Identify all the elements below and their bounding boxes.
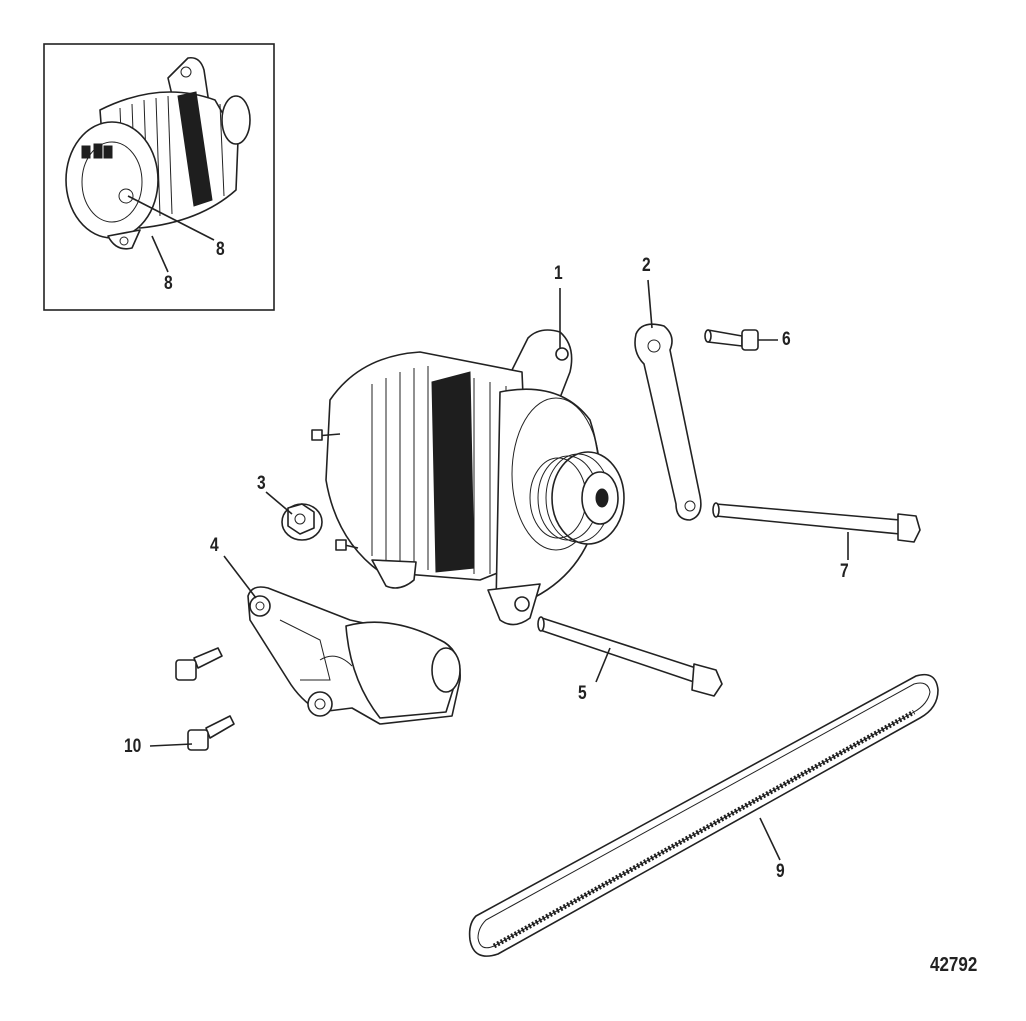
leader-3 xyxy=(265,491,293,515)
callout-10: 10 xyxy=(124,736,142,757)
bolt-7 xyxy=(712,502,921,543)
callout-4: 4 xyxy=(210,535,219,556)
leader-9 xyxy=(759,817,781,861)
inset-leader-8b xyxy=(151,235,169,273)
leader-lines xyxy=(149,279,849,861)
inset-rear-view xyxy=(43,43,275,311)
callout-7: 7 xyxy=(840,561,849,582)
figure-number: 42792 xyxy=(930,954,978,976)
alternator-pulley xyxy=(529,451,625,545)
inset-callout-8a: 8 xyxy=(216,239,225,260)
bolt-6 xyxy=(704,329,759,351)
bolt-5 xyxy=(537,616,723,697)
leader-10 xyxy=(149,743,193,747)
leader-4 xyxy=(223,555,257,599)
leader-5 xyxy=(595,647,611,683)
nut-3 xyxy=(281,503,323,541)
callout-3: 3 xyxy=(257,473,266,494)
alternator xyxy=(311,329,625,626)
bolt-10 xyxy=(187,715,235,751)
callout-1: 1 xyxy=(554,263,563,284)
inset-callout-8b: 8 xyxy=(164,273,173,294)
belt-tensioner xyxy=(247,586,461,725)
bolt-upper xyxy=(175,647,223,681)
leader-2 xyxy=(647,279,653,329)
drive-belt xyxy=(468,673,939,957)
adjusting-arm xyxy=(634,323,702,521)
inset-leader-8a xyxy=(127,195,215,241)
callout-9: 9 xyxy=(776,861,785,882)
callout-5: 5 xyxy=(578,683,587,704)
callout-6: 6 xyxy=(782,329,791,350)
callout-2: 2 xyxy=(642,255,651,276)
inset-alternator xyxy=(65,56,251,250)
